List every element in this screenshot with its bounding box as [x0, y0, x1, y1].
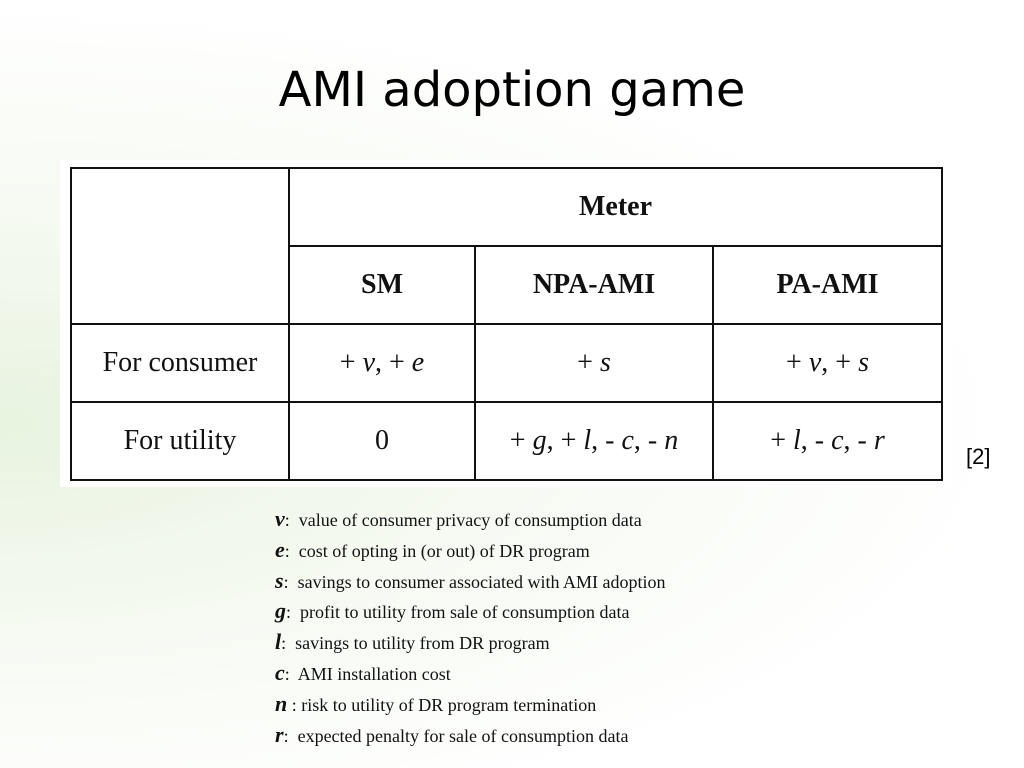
- legend-separator: :: [287, 694, 302, 715]
- legend-separator: :: [284, 663, 298, 684]
- math-text: , -: [633, 425, 665, 456]
- legend-symbol: s: [275, 567, 284, 593]
- meter-header: Meter: [288, 167, 943, 247]
- legend-symbol: g: [275, 598, 286, 624]
- math-variable: r: [873, 425, 885, 456]
- legend-separator: :: [283, 725, 298, 746]
- variable-legend: v: value of consumer privacy of consumpt…: [275, 504, 666, 750]
- legend-separator: :: [281, 633, 296, 654]
- table-cell: + g, + l, - c, - n: [474, 401, 714, 481]
- legend-text: expected penalty for sale of consumption…: [297, 725, 629, 746]
- math-text: +: [339, 347, 363, 378]
- math-text: 0: [375, 425, 389, 456]
- legend-separator: :: [284, 510, 299, 530]
- legend-separator: :: [286, 602, 301, 623]
- payoff-table: Meter SM NPA-AMI PA-AMI For consumer + v…: [70, 167, 943, 481]
- legend-text: risk to utility of DR program terminatio…: [301, 694, 597, 715]
- column-header-pa-ami: PA-AMI: [712, 245, 943, 325]
- math-variable: v: [808, 347, 822, 378]
- math-text: , +: [375, 347, 412, 378]
- legend-item: c: AMI installation cost: [275, 658, 666, 689]
- table-row: For consumer + v, + e + s + v, + s: [70, 323, 943, 403]
- legend-symbol: r: [275, 721, 284, 747]
- math-text: +: [770, 425, 793, 456]
- legend-separator: :: [284, 540, 299, 561]
- table-cell: + l, - c, - r: [712, 401, 943, 481]
- reference-citation: [2]: [966, 444, 991, 469]
- table-header-row: Meter: [70, 167, 943, 325]
- table-row: For utility 0 + g, + l, - c, - n + l, - …: [70, 401, 943, 481]
- legend-item: g: profit to utility from sale of consum…: [275, 596, 666, 627]
- legend-item: e: cost of opting in (or out) of DR prog…: [275, 535, 666, 566]
- math-variable: l: [793, 425, 801, 456]
- math-text: +: [577, 347, 600, 378]
- legend-text: AMI installation cost: [297, 663, 451, 684]
- math-variable: c: [831, 425, 844, 456]
- slide-title: AMI adoption game: [278, 62, 746, 118]
- legend-item: l: savings to utility from DR program: [275, 627, 666, 658]
- table-cell: 0: [288, 401, 476, 481]
- math-variable: s: [599, 347, 611, 378]
- row-label-utility: For utility: [70, 401, 290, 481]
- legend-separator: :: [283, 571, 298, 592]
- table-column-row: SM NPA-AMI PA-AMI: [71, 245, 943, 325]
- math-variable: c: [621, 425, 634, 456]
- math-text: , -: [591, 425, 622, 456]
- math-text: , -: [843, 425, 874, 456]
- legend-text: value of consumer privacy of consumption…: [298, 510, 642, 530]
- column-header-sm: SM: [288, 245, 476, 325]
- legend-symbol: c: [275, 659, 285, 685]
- math-variable: s: [858, 347, 869, 378]
- table-cell: + v, + s: [712, 323, 943, 403]
- payoff-table-panel: Meter SM NPA-AMI PA-AMI For consumer + v…: [60, 160, 953, 487]
- math-text: , -: [800, 425, 832, 456]
- math-text: +: [509, 425, 533, 456]
- legend-text: savings to consumer associated with AMI …: [297, 571, 666, 592]
- legend-item: s: savings to consumer associated with A…: [275, 566, 666, 597]
- math-variable: e: [411, 347, 425, 378]
- math-variable: n: [664, 425, 679, 456]
- column-header-npa-ami: NPA-AMI: [474, 245, 714, 325]
- math-variable: l: [583, 425, 592, 456]
- math-variable: g: [532, 425, 547, 456]
- legend-symbol: n: [275, 690, 288, 716]
- math-text: , +: [821, 347, 859, 378]
- legend-item: n : risk to utility of DR program termin…: [275, 689, 666, 720]
- legend-item: r: expected penalty for sale of consumpt…: [275, 720, 666, 751]
- legend-item: v: value of consumer privacy of consumpt…: [275, 504, 666, 535]
- math-text: , +: [546, 425, 584, 456]
- legend-symbol: l: [275, 629, 282, 655]
- legend-symbol: v: [275, 506, 285, 531]
- legend-text: savings to utility from DR program: [295, 633, 550, 654]
- legend-symbol: e: [275, 536, 285, 562]
- row-label-consumer: For consumer: [70, 323, 290, 403]
- legend-text: profit to utility from sale of consumpti…: [300, 602, 630, 623]
- table-cell: + s: [474, 323, 714, 403]
- legend-text: cost of opting in (or out) of DR program: [298, 540, 590, 561]
- math-text: +: [786, 347, 809, 378]
- table-corner-cell: [70, 167, 290, 325]
- math-variable: v: [362, 347, 375, 378]
- table-cell: + v, + e: [288, 323, 476, 403]
